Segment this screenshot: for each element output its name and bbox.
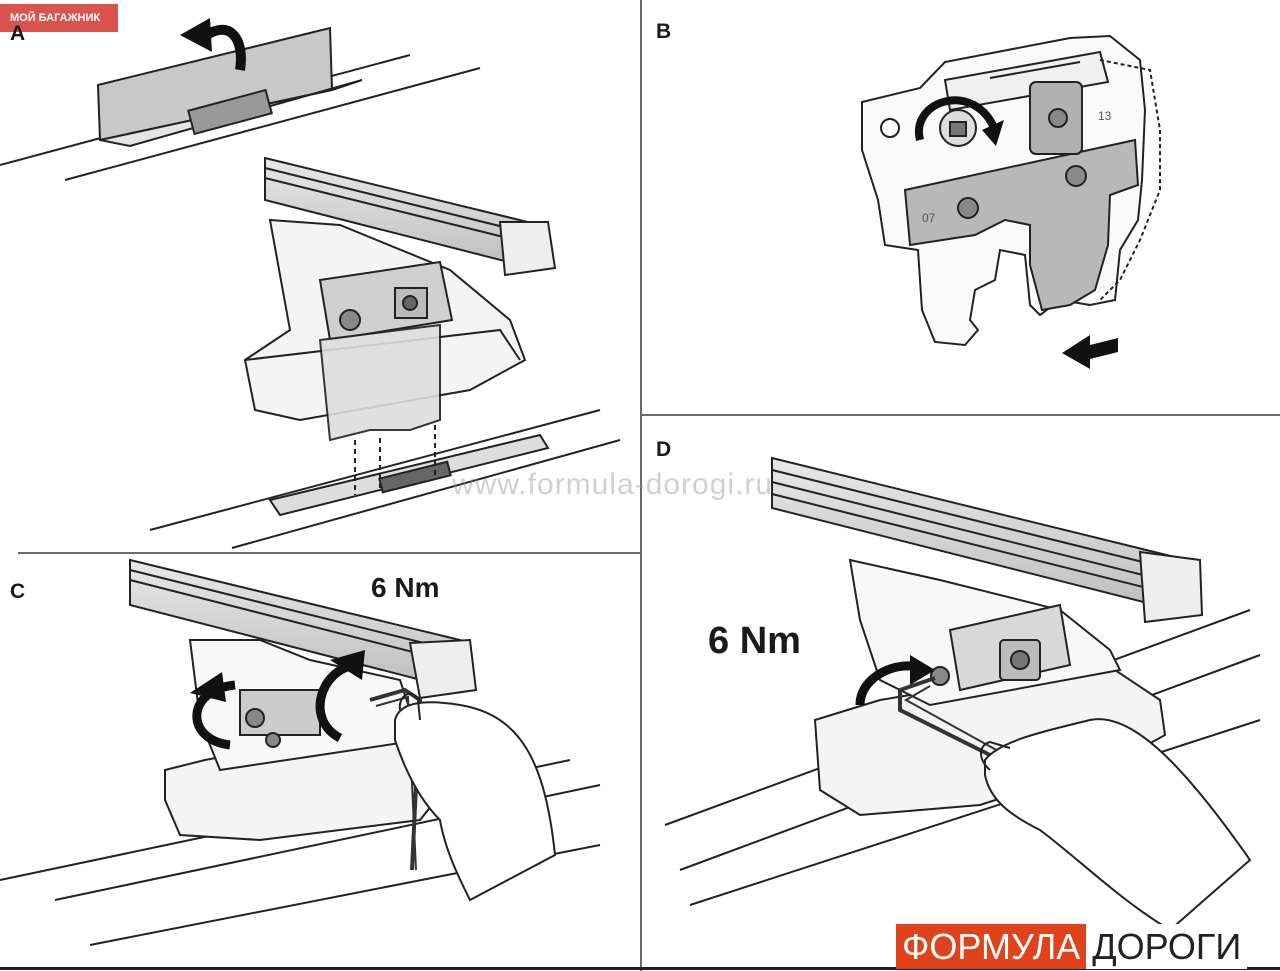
divider-vertical <box>640 0 642 971</box>
panel-b-label: B <box>656 20 672 43</box>
brand-logo-part1: ФОРМУЛА <box>896 924 1087 969</box>
panel-a-label: A <box>10 22 26 45</box>
panel-c-torque: 6 Nm <box>371 572 440 603</box>
divider-right-horizontal <box>642 414 1280 416</box>
panel-b-illustration <box>861 34 1161 369</box>
site-badge: МОЙ БАГАЖНИК <box>0 4 118 32</box>
panel-a-illustration <box>0 18 621 549</box>
brand-logo-part2: ДОРОГИ <box>1086 924 1248 969</box>
panel-c-label: C <box>10 580 26 603</box>
panel-d-illustration <box>664 456 1261 932</box>
bottom-rule <box>0 967 1280 970</box>
panel-c-illustration <box>0 558 601 946</box>
divider-left-horizontal <box>18 552 640 554</box>
panel-b-part-number-07: 07 <box>922 211 936 225</box>
panel-d-label: D <box>656 438 672 461</box>
panel-d-torque: 6 Nm <box>708 620 801 662</box>
panel-b-part-number-13: 13 <box>1098 109 1112 123</box>
brand-logo: ФОРМУЛА ДОРОГИ <box>896 924 1248 969</box>
watermark-url: www.formula-dorogi.ru <box>452 468 774 501</box>
